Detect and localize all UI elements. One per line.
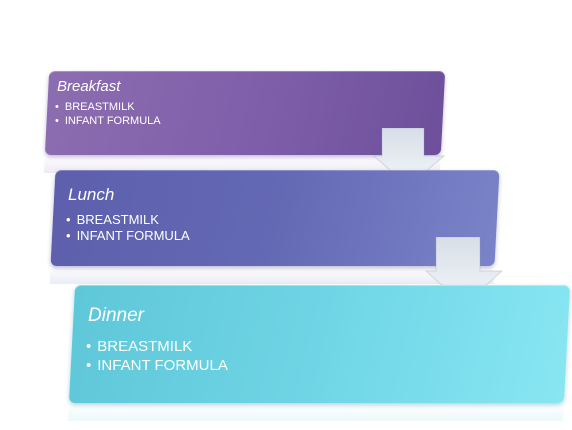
- list-item: INFANT FORMULA: [55, 115, 161, 129]
- step-dinner: Dinner BREASTMILK INFANT FORMULA: [67, 285, 571, 421]
- step-item-list: BREASTMILK INFANT FORMULA: [66, 212, 190, 245]
- list-item: INFANT FORMULA: [86, 357, 228, 376]
- step-title: Dinner: [88, 305, 144, 326]
- list-item: INFANT FORMULA: [66, 228, 190, 244]
- step-title: Lunch: [68, 185, 115, 204]
- step-item-list: BREASTMILK INFANT FORMULA: [86, 338, 228, 376]
- list-item: BREASTMILK: [66, 212, 190, 228]
- reflection: [67, 403, 564, 421]
- list-item: BREASTMILK: [55, 101, 161, 115]
- list-item: BREASTMILK: [86, 338, 228, 357]
- step-item-list: BREASTMILK INFANT FORMULA: [55, 101, 161, 129]
- step-title: Breakfast: [57, 78, 121, 95]
